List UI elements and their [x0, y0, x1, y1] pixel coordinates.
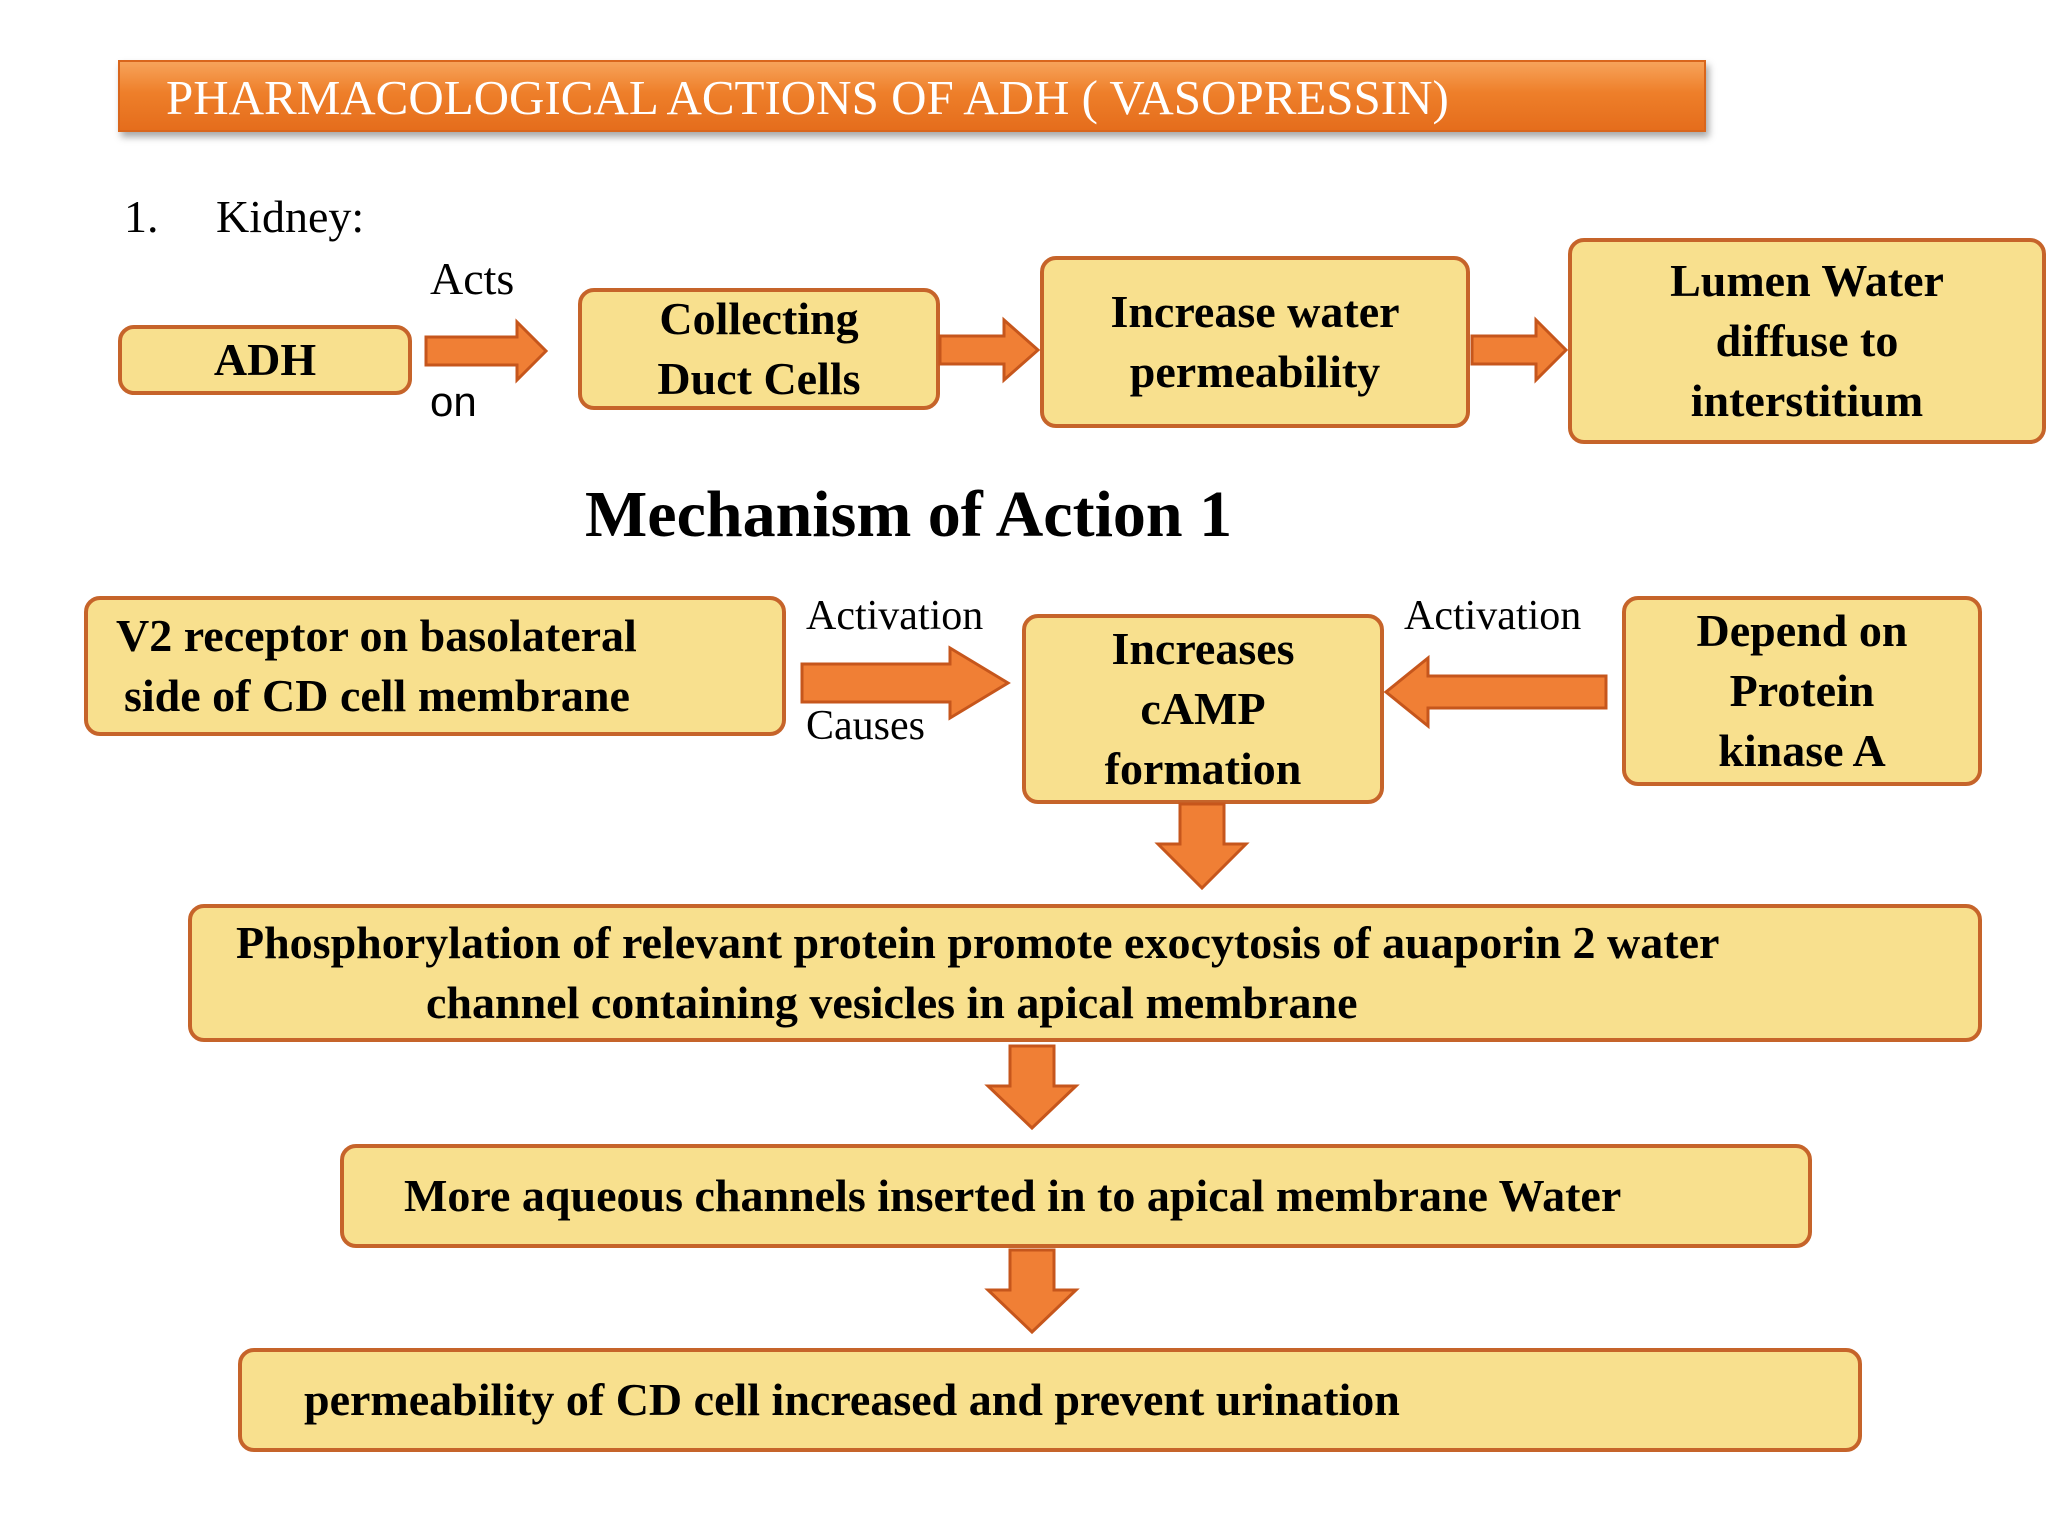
v2-receptor-line-2: side of CD cell membrane — [124, 670, 630, 721]
protein-kinase-line-2: Protein — [1729, 665, 1875, 717]
arrow-phosphorylation-to-aqueous — [984, 1044, 1080, 1131]
increase-permeability-line-2: permeability — [1129, 346, 1381, 397]
on-label: on — [430, 378, 477, 425]
lumen-water-box: Lumen Water diffuse to interstitium — [1568, 238, 2046, 444]
arrow-pka-to-camp — [1383, 654, 1608, 730]
aqueous-channels-text: More aqueous channels inserted in to api… — [404, 1170, 1622, 1222]
phosphorylation-line-2: channel containing vesicles in apical me… — [426, 977, 1358, 1028]
increase-permeability-box: Increase water permeability — [1040, 256, 1470, 428]
activation-label-left: Activation — [806, 593, 984, 639]
camp-line-1: Increases — [1111, 623, 1295, 675]
v2-receptor-line-1: V2 receptor on basolateral — [116, 610, 637, 662]
adh-text: ADH — [213, 334, 317, 386]
title-banner: PHARMACOLOGICAL ACTIONS OF ADH ( VASOPRE… — [118, 60, 1706, 132]
collecting-duct-box: Collecting Duct Cells — [578, 288, 940, 410]
collecting-duct-line-1: Collecting — [659, 293, 859, 345]
permeability-box: permeability of CD cell increased and pr… — [238, 1348, 1862, 1452]
camp-box: Increases cAMP formation — [1022, 614, 1384, 804]
camp-line-3: formation — [1104, 742, 1302, 794]
arrow-camp-to-phosphorylation — [1154, 802, 1250, 891]
kidney-label: Kidney: — [216, 191, 365, 242]
acts-label: Acts — [430, 253, 515, 304]
protein-kinase-line-3: kinase A — [1718, 724, 1886, 776]
phosphorylation-box: Phosphorylation of relevant protein prom… — [188, 904, 1982, 1042]
causes-label: Causes — [806, 703, 925, 749]
aqueous-channels-box: More aqueous channels inserted in to api… — [340, 1144, 1812, 1248]
collecting-duct-line-2: Duct Cells — [657, 353, 861, 404]
v2-receptor-box: V2 receptor on basolateral side of CD ce… — [84, 596, 786, 736]
activation-label-right: Activation — [1404, 593, 1582, 639]
adh-box: ADH — [118, 325, 412, 395]
lumen-water-line-2: diffuse to — [1715, 315, 1899, 367]
arrow-collecting-to-increase — [938, 316, 1041, 384]
lumen-water-line-3: interstitium — [1690, 374, 1924, 426]
arrow-increase-to-lumen — [1470, 316, 1569, 384]
protein-kinase-box: Depend on Protein kinase A — [1622, 596, 1982, 786]
permeability-text: permeability of CD cell increased and pr… — [304, 1374, 1400, 1426]
camp-line-2: cAMP — [1140, 683, 1266, 735]
phosphorylation-line-1: Phosphorylation of relevant protein prom… — [236, 917, 1720, 969]
kidney-number: 1. — [124, 191, 159, 242]
mechanism-heading: Mechanism of Action 1 — [585, 478, 1233, 551]
protein-kinase-line-1: Depend on — [1696, 605, 1908, 657]
lumen-water-line-1: Lumen Water — [1670, 255, 1944, 307]
title-text: PHARMACOLOGICAL ACTIONS OF ADH ( VASOPRE… — [166, 70, 1449, 125]
arrow-adh-to-collecting — [424, 318, 549, 384]
increase-permeability-line-1: Increase water — [1110, 286, 1400, 338]
arrow-aqueous-to-permeability — [984, 1248, 1080, 1335]
